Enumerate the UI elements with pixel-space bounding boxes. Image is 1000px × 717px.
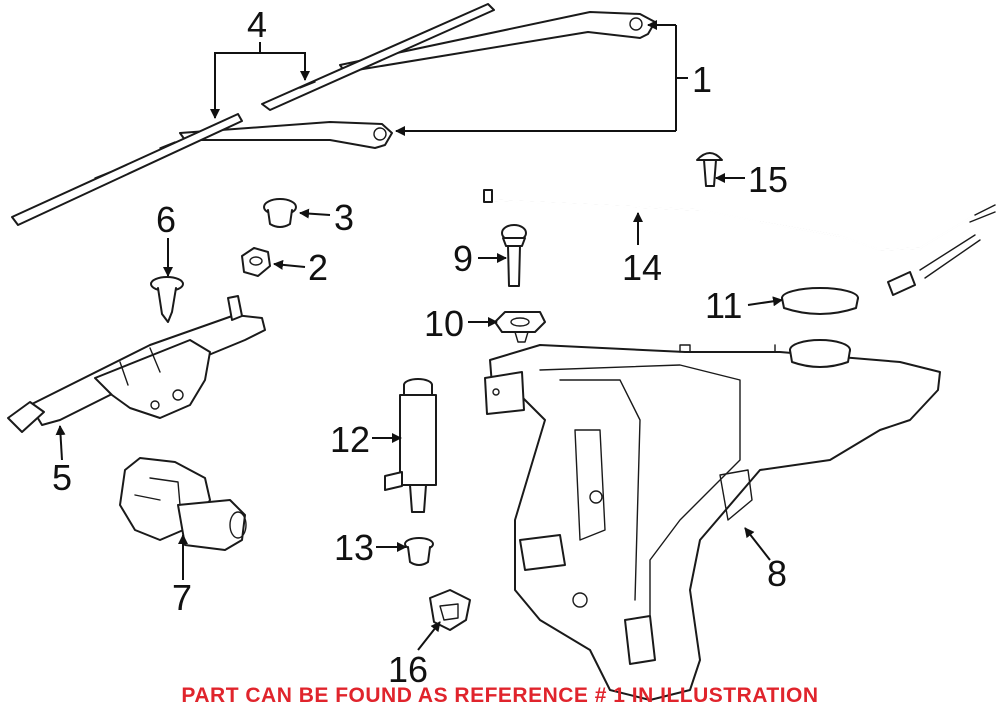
wiper-arm-lower (11, 113, 393, 226)
level-sensor (781, 287, 859, 315)
washer-hose (483, 189, 996, 296)
callout-13: 13 (334, 527, 374, 568)
leader-lines (55, 20, 783, 651)
push-pin (150, 276, 184, 323)
callout-4: 4 (247, 4, 267, 45)
wiper-motor (119, 457, 247, 551)
washer-reservoir (484, 339, 941, 701)
grommet (404, 537, 434, 566)
callout-10: 10 (424, 303, 464, 344)
callout-16: 16 (388, 649, 428, 690)
reference-note: PART CAN BE FOUND AS REFERENCE # 1 IN IL… (181, 684, 819, 707)
wiper-linkage (7, 295, 266, 433)
bolt (501, 224, 527, 287)
callout-labels: 4 1 6 3 2 5 7 15 9 14 11 10 12 13 8 16 (52, 4, 788, 690)
callout-15: 15 (748, 159, 788, 200)
push-rivet (696, 152, 723, 187)
callout-12: 12 (330, 419, 370, 460)
callout-7: 7 (172, 577, 192, 618)
callout-8: 8 (767, 553, 787, 594)
callout-11: 11 (705, 285, 742, 326)
connector (429, 589, 471, 631)
washer-pump (384, 378, 437, 513)
callout-6: 6 (156, 199, 176, 240)
callout-5: 5 (52, 457, 72, 498)
callout-3: 3 (334, 197, 354, 238)
wiper-arm-upper (261, 3, 656, 111)
clip (494, 311, 546, 343)
hex-nut (241, 247, 271, 277)
callout-1: 1 (692, 59, 712, 100)
callout-14: 14 (622, 247, 662, 288)
nut-cap (263, 198, 297, 228)
callout-9: 9 (453, 238, 473, 279)
callout-2: 2 (308, 247, 328, 288)
